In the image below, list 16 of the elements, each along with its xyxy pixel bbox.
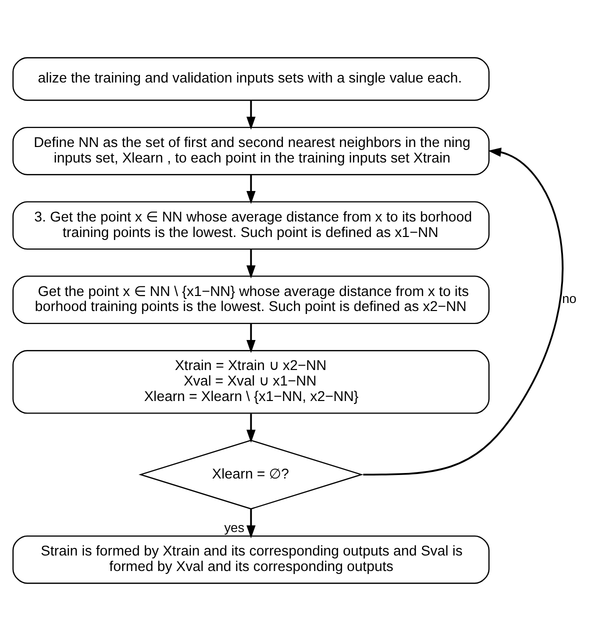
node-box: Strain is formed by Xtrain and its corresponding outputs and Sval is formed by Xval and its corresponding outputs — [12, 535, 490, 584]
arrow — [246, 249, 256, 278]
node-diamond: Xlearn = ∅? — [138, 440, 364, 510]
arrow — [246, 324, 256, 353]
node-box: Xtrain = Xtrain ∪ x2−NN Xval = Xval ∪ x1−NN Xlearn = Xlearn \ {x1−NN, x2−NN} — [12, 350, 490, 414]
arrow — [246, 414, 256, 443]
edge-label: yes — [224, 520, 244, 536]
arrow — [246, 175, 256, 204]
arrow — [246, 508, 256, 538]
node-box: alize the training and validation inputs sets with a single value each. — [12, 57, 490, 101]
edge-label: no — [562, 291, 577, 306]
node-box: Define NN as the set of first and second nearest neighbors in the ning inputs set, Xlearn , to each point in the training inputs set Xtrain — [12, 126, 490, 176]
node-box: 3. Get the point x ∈ NN whose average distance from x to its borhood training points is the lowest. Such point is defined as x1−NN — [12, 201, 490, 250]
arrow — [246, 100, 256, 130]
node-box: Get the point x ∈ NN \ {x1−NN} whose average distance from x to its borhood training points is the lowest. Such point is defined as x2−NN — [12, 276, 490, 324]
arrow — [363, 148, 564, 476]
